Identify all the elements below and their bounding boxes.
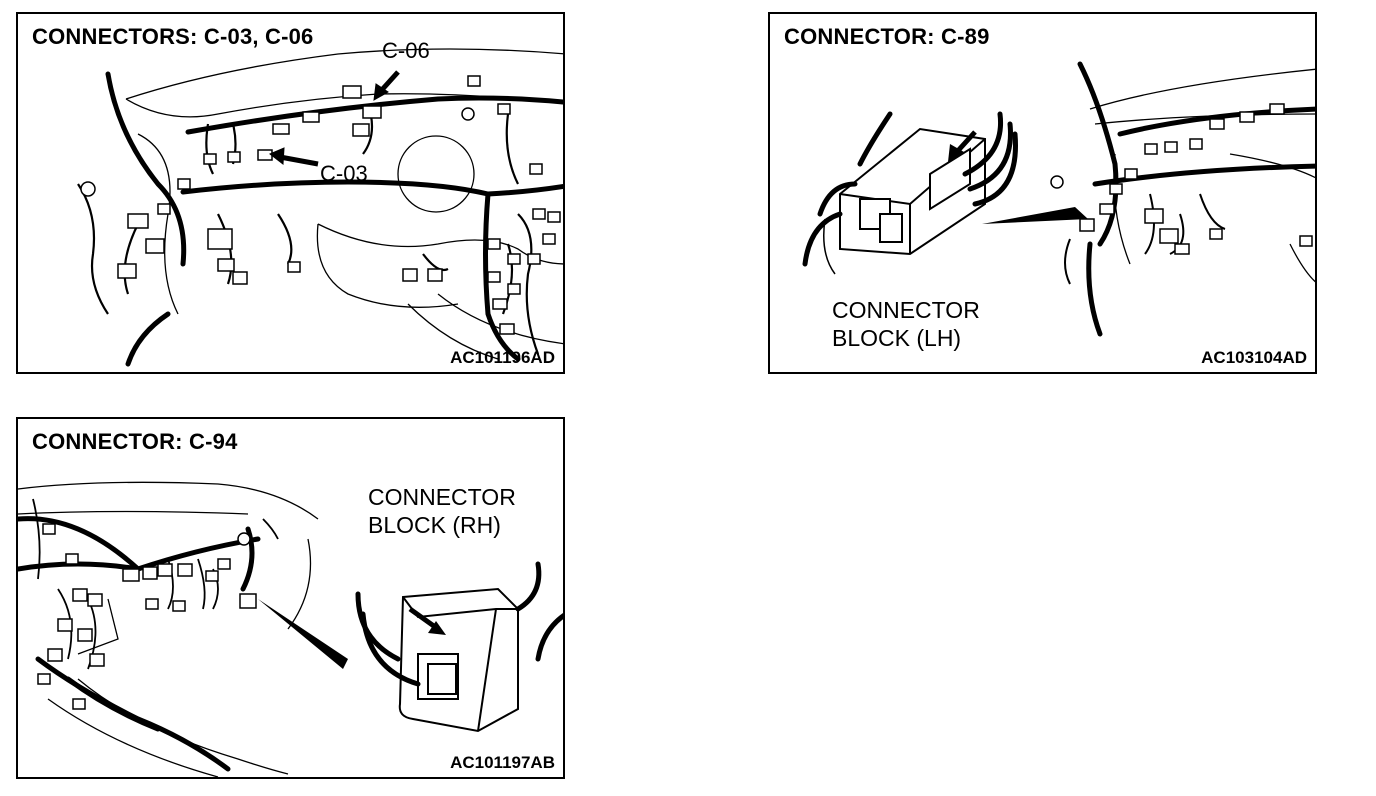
connector-block-label-line2: BLOCK (RH) xyxy=(368,512,501,538)
diagram-panel-c03-c06: CONNECTORS: C-03, C-06 C-06 C-03 AC10119… xyxy=(16,12,565,374)
panel-title: CONNECTOR: C-89 xyxy=(784,24,990,49)
panel-title: CONNECTOR: C-94 xyxy=(32,429,238,454)
figure-code: AC101197AB xyxy=(450,753,555,772)
dashboard-harness-drawing xyxy=(77,48,563,367)
connector-block-label-line1: CONNECTOR xyxy=(368,484,516,510)
panel-title: CONNECTORS: C-03, C-06 xyxy=(32,24,314,49)
callout-c03: C-03 xyxy=(320,161,368,186)
connector-block-label: CONNECTOR BLOCK (RH) xyxy=(368,483,516,539)
callout-c06: C-06 xyxy=(382,38,430,63)
connector-block-label-line1: CONNECTOR xyxy=(832,297,980,323)
diagram-panel-c94: CONNECTOR: C-94 CONNECTOR BLOCK (RH) AC1… xyxy=(16,417,565,779)
connector-block-label-line2: BLOCK (LH) xyxy=(832,325,962,351)
connector-block-label: CONNECTOR BLOCK (LH) xyxy=(832,296,980,352)
connector-block-lh-drawing xyxy=(802,61,1315,337)
figure-code: AC103104AD xyxy=(1201,348,1307,367)
connector-block-rh-drawing xyxy=(18,481,563,777)
figure-code: AC101196AD xyxy=(450,348,555,367)
diagram-panel-c89: CONNECTOR: C-89 CONNECTOR BLOCK (LH) AC1… xyxy=(768,12,1317,374)
